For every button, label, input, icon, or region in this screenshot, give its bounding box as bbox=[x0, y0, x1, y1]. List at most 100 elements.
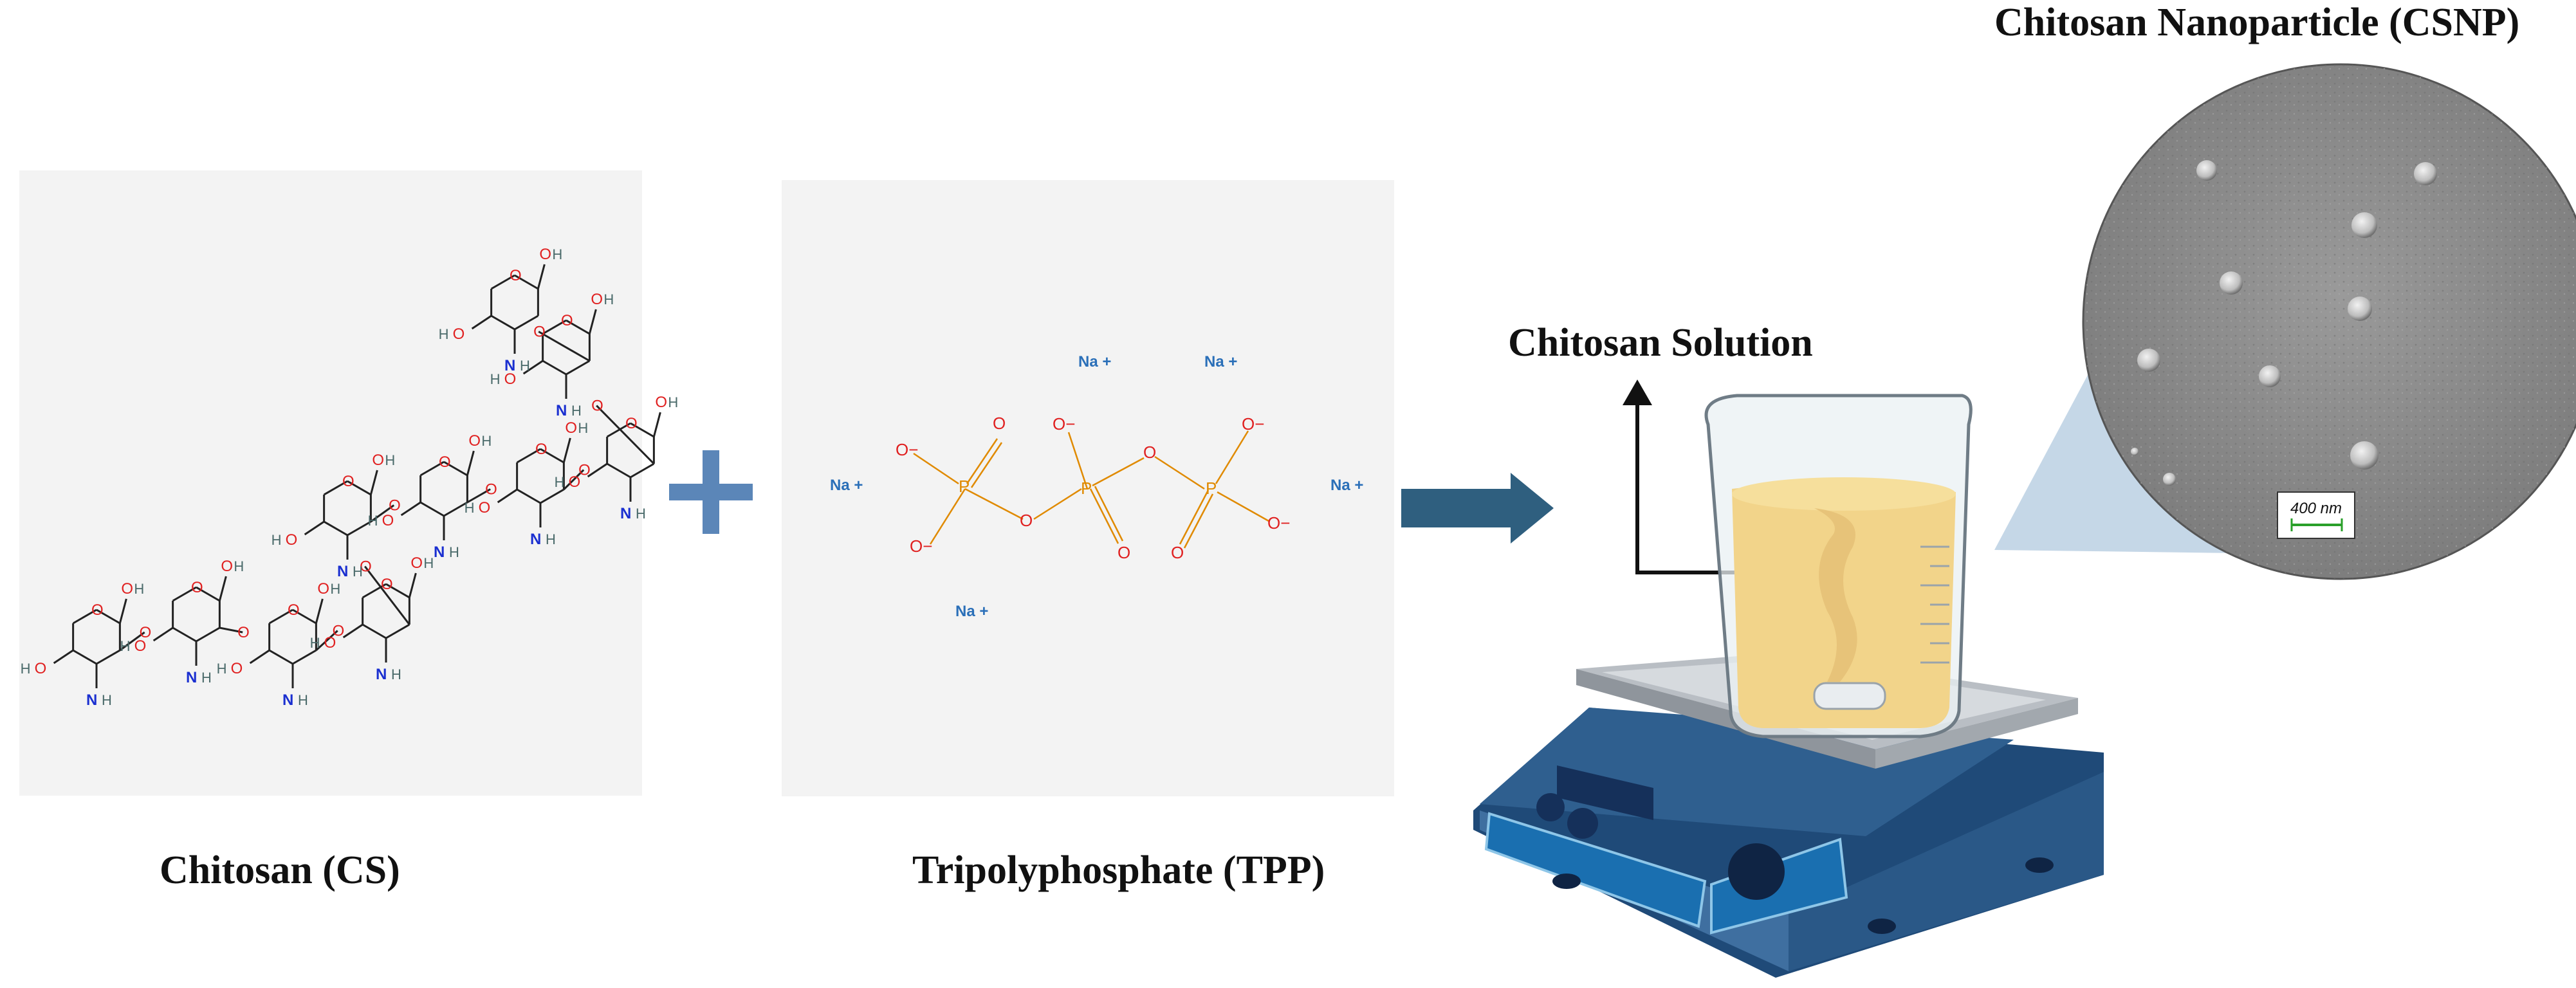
chitosan-atom: H bbox=[298, 692, 308, 708]
chitosan-atom: O bbox=[237, 624, 250, 641]
nanoparticle bbox=[2220, 271, 2243, 295]
chitosan-atom: H bbox=[439, 326, 449, 342]
sodium-ion: Na + bbox=[830, 477, 863, 494]
chitosan-atom: O bbox=[382, 512, 394, 529]
chitosan-atom: O bbox=[591, 398, 603, 415]
chitosan-atom: O bbox=[655, 394, 667, 411]
tpp-phosphorus: P bbox=[1206, 479, 1217, 498]
chitosan-atom: O bbox=[625, 415, 638, 432]
nanoparticle-dots bbox=[2131, 160, 2437, 486]
chitosan-atom: O bbox=[561, 312, 573, 329]
chitosan-atom: O bbox=[231, 660, 243, 677]
tpp-phosphorus: P bbox=[959, 477, 970, 496]
beaker bbox=[1704, 394, 1973, 738]
chitosan-atom: O bbox=[324, 634, 336, 652]
tpp-oxygen-neg: O− bbox=[896, 440, 918, 459]
chitosan-atom: O bbox=[468, 432, 481, 450]
chitosan-atom: O bbox=[360, 558, 372, 576]
sodium-ion: Na + bbox=[1204, 353, 1237, 370]
chitosan-atom: N bbox=[376, 666, 387, 683]
nanoparticle bbox=[2414, 162, 2437, 185]
tpp-oxygen: O bbox=[993, 414, 1006, 433]
tpp-oxygen-neg: O− bbox=[910, 536, 932, 556]
nanoparticle bbox=[2163, 473, 2176, 486]
chitosan-structure-panel bbox=[19, 170, 642, 796]
sodium-ion: Na + bbox=[1078, 353, 1111, 370]
chitosan-atom: O bbox=[140, 624, 152, 641]
chitosan-atom: H bbox=[636, 506, 646, 522]
chitosan-atom: O bbox=[333, 623, 345, 640]
chitosan-atom: H bbox=[353, 563, 363, 580]
nanoparticle bbox=[2137, 349, 2160, 372]
tpp-caption: Tripolyphosphate (TPP) bbox=[912, 848, 1325, 892]
chitosan-atom: H bbox=[552, 246, 562, 262]
chitosan-atom: N bbox=[530, 531, 541, 548]
chitosan-atom: H bbox=[234, 558, 244, 574]
chitosan-atom: O bbox=[410, 554, 423, 572]
chitosan-atom: H bbox=[481, 433, 492, 449]
chitosan-atom: O bbox=[533, 324, 546, 341]
tpp-oxygen-neg: O− bbox=[1053, 414, 1075, 434]
tpp-oxygen-neg: O− bbox=[1267, 513, 1290, 533]
chitosan-atom: N bbox=[186, 669, 197, 686]
tpp-structure-panel bbox=[782, 180, 1394, 796]
chitosan-atom: O bbox=[91, 601, 104, 619]
chitosan-atom: O bbox=[389, 497, 401, 515]
chitosan-atom: H bbox=[21, 661, 31, 677]
tpp-oxygen: O bbox=[1171, 543, 1184, 562]
chitosan-atom: N bbox=[337, 563, 348, 580]
chitosan-atom: O bbox=[381, 576, 393, 593]
chitosan-atom: H bbox=[368, 513, 378, 529]
chitosan-atom: H bbox=[571, 403, 582, 419]
scale-bar-label: 400 nm bbox=[2290, 500, 2342, 517]
nanoparticle bbox=[2196, 160, 2217, 181]
chitosan-atom: N bbox=[620, 505, 631, 522]
chitosan-atom: H bbox=[490, 371, 501, 387]
chitosan-atom: O bbox=[342, 473, 354, 490]
nanoparticle bbox=[2348, 297, 2372, 321]
chitosan-atom: O bbox=[510, 267, 522, 284]
chitosan-atom: H bbox=[555, 474, 565, 490]
chitosan-atom: O bbox=[439, 453, 451, 471]
chitosan-atom: H bbox=[520, 358, 530, 374]
tpp-oxygen: O bbox=[1118, 543, 1130, 562]
chitosan-atom: N bbox=[282, 691, 293, 709]
chitosan-atom: H bbox=[310, 635, 320, 651]
nanoparticle bbox=[2351, 212, 2377, 238]
tpp-oxygen-neg: O− bbox=[1242, 414, 1264, 434]
chitosan-atom: H bbox=[546, 531, 556, 547]
chitosan-atom: O bbox=[539, 246, 551, 263]
chitosan-atom: H bbox=[217, 661, 227, 677]
chitosan-atom: H bbox=[668, 394, 678, 410]
chitosan-atom: O bbox=[121, 580, 133, 598]
chitosan-atom: H bbox=[465, 500, 475, 516]
chitosan-atom: O bbox=[35, 660, 47, 677]
sodium-ion: Na + bbox=[1330, 477, 1363, 494]
chitosan-atom: H bbox=[201, 670, 212, 686]
chitosan-atom: H bbox=[385, 452, 395, 468]
chitosan-atom: H bbox=[330, 581, 340, 597]
nanoparticle bbox=[2259, 365, 2281, 387]
chitosan-atom: O bbox=[535, 441, 547, 458]
tpp-oxygen: O bbox=[1143, 443, 1156, 462]
chitosan-atom: O bbox=[565, 419, 577, 437]
chitosan-atom: O bbox=[479, 499, 491, 517]
nanoparticle-title: Chitosan Nanoparticle (CSNP) bbox=[1994, 1, 2520, 44]
nanoparticle bbox=[2131, 448, 2139, 455]
chitosan-atom: O bbox=[485, 481, 497, 499]
chitosan-atom: H bbox=[102, 692, 112, 708]
chitosan-atom: O bbox=[286, 531, 298, 549]
chitosan-atom: O bbox=[578, 462, 591, 479]
chitosan-atom: H bbox=[603, 291, 614, 307]
chitosan-atom: O bbox=[504, 370, 517, 388]
chitosan-atom: O bbox=[221, 558, 233, 575]
chitosan-atom: O bbox=[191, 579, 203, 596]
chitosan-atom: H bbox=[578, 420, 588, 436]
tpp-phosphorus: P bbox=[1081, 479, 1092, 498]
chitosan-atom: O bbox=[591, 291, 603, 308]
chitosan-atom: N bbox=[434, 544, 445, 561]
